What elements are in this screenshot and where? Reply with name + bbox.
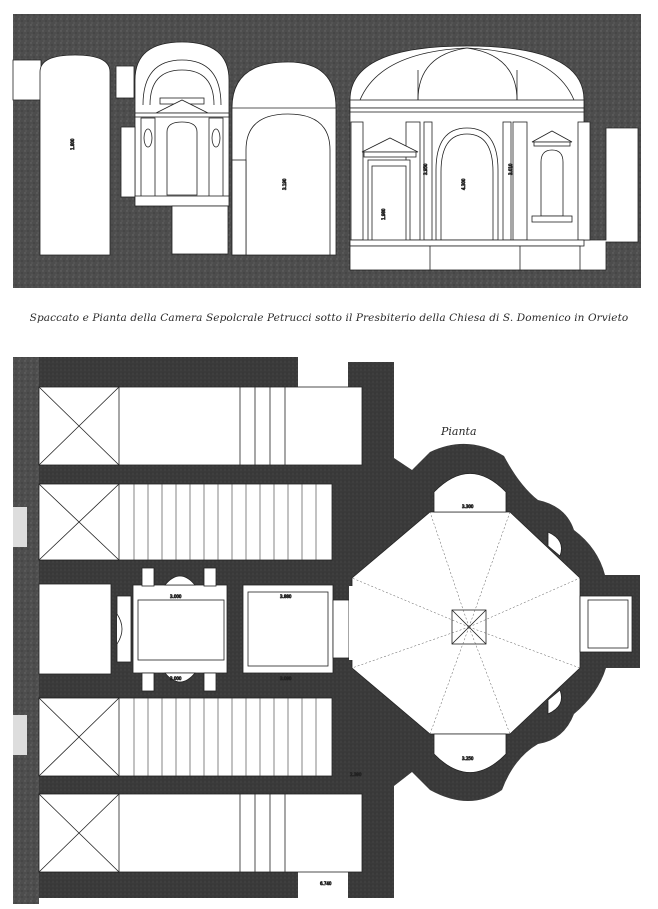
svg-text:4.300: 4.300 — [461, 178, 466, 190]
svg-text:2.390: 2.390 — [350, 772, 362, 777]
plan-apse-top — [433, 473, 507, 513]
svg-text:3.880: 3.880 — [280, 594, 292, 599]
svg-text:1.800: 1.800 — [70, 138, 75, 150]
plan-apse-bottom — [433, 733, 507, 773]
plan-stair-treads-upper — [133, 484, 317, 560]
svg-text:3.250: 3.250 — [462, 756, 474, 761]
svg-text:3.000: 3.000 — [170, 594, 182, 599]
svg-text:3.000: 3.000 — [170, 676, 182, 681]
plan-stair-treads-lower — [133, 698, 317, 776]
plan-label: Pianta — [441, 425, 477, 438]
section-drawing: 1.800 3.190 1.980 4.300 3.950 3.010 — [12, 14, 641, 288]
svg-text:3.950: 3.950 — [423, 163, 428, 175]
svg-text:3.090: 3.090 — [280, 676, 292, 681]
plan-drawing: 3.300 3.250 3.000 3.880 3.000 3.090 2.39… — [13, 357, 640, 904]
section-left-chamber — [39, 54, 111, 256]
section-left-void — [12, 59, 42, 101]
section-chapel-left — [134, 41, 230, 201]
svg-text:6.740: 6.740 — [320, 881, 332, 886]
svg-text:3.190: 3.190 — [282, 178, 287, 190]
svg-text:1.980: 1.980 — [381, 208, 386, 220]
svg-text:3.300: 3.300 — [462, 504, 474, 509]
plan-radiating-lines — [351, 511, 581, 735]
plate-caption: Spaccato e Pianta della Camera Sepolcral… — [29, 312, 629, 324]
svg-text:3.010: 3.010 — [508, 163, 513, 175]
plan-antechamber-left — [38, 583, 112, 675]
plan-left-edge-band — [13, 357, 39, 904]
